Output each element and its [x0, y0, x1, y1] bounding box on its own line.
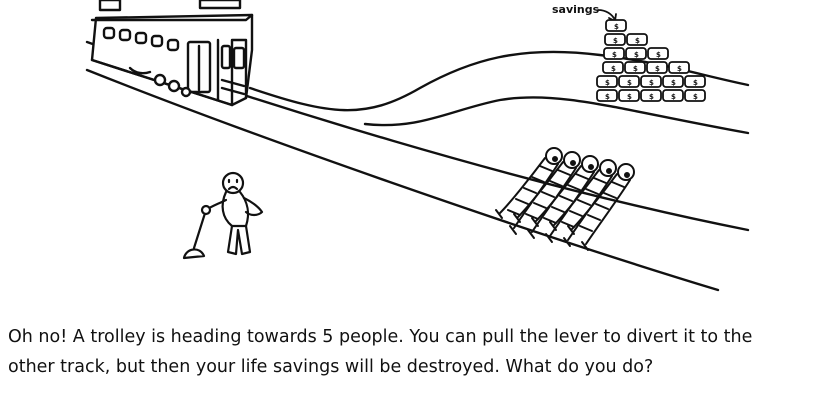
caption-line-1: Oh no! A trolley is heading towards 5 pe… [8, 327, 753, 347]
svg-text:$: $ [613, 37, 618, 45]
tied-person [549, 159, 617, 247]
lever-handle [192, 208, 208, 250]
lever-person-right-arm [242, 196, 264, 217]
money-stack: $ [668, 61, 690, 74]
svg-text:$: $ [605, 79, 610, 87]
lever-person-head [221, 171, 245, 195]
money-stack: $ [604, 33, 626, 46]
tied-person [513, 151, 581, 239]
main-track-lower-rail [85, 68, 720, 292]
money-stack: $ [624, 61, 646, 74]
svg-text:$: $ [693, 93, 698, 101]
svg-text:$: $ [627, 93, 632, 101]
money-stack: $ [626, 33, 648, 46]
lever-base [182, 248, 206, 260]
money-stack: $ [662, 75, 684, 88]
svg-text:$: $ [605, 93, 610, 101]
tied-person [495, 147, 563, 235]
svg-text:$: $ [614, 23, 619, 31]
money-stack: $ [640, 75, 662, 88]
money-stack: $ [603, 47, 625, 60]
money-stack: $ [596, 75, 618, 88]
tied-people [495, 147, 635, 251]
svg-text:$: $ [677, 65, 682, 73]
money-stack: $ [618, 89, 640, 102]
lever-person-legs [226, 224, 252, 256]
svg-text:$: $ [649, 79, 654, 87]
branch-track-lower-rail [363, 96, 750, 135]
svg-text:$: $ [693, 79, 698, 87]
svg-text:$: $ [627, 79, 632, 87]
svg-text:$: $ [656, 51, 661, 59]
money-stack: $ [684, 75, 706, 88]
lever[interactable] [182, 204, 212, 260]
caption-line-2: other track, but then your life savings … [8, 357, 654, 377]
money-stack: $ [605, 19, 627, 32]
tied-person [531, 155, 599, 243]
money-stack: $ [662, 89, 684, 102]
money-stack: $ [640, 89, 662, 102]
savings-label: savings [552, 3, 600, 16]
money-stack: $ [596, 89, 618, 102]
lever-knob [200, 204, 212, 216]
caption: Oh no! A trolley is heading towards 5 pe… [8, 322, 816, 382]
money-stack: $ [602, 61, 624, 74]
svg-text:$: $ [611, 65, 616, 73]
trolley [90, 0, 254, 107]
svg-text:$: $ [671, 79, 676, 87]
svg-text:$: $ [633, 65, 638, 73]
money-pyramid: $$$$$$$$$$$$$$$$$$$$ [596, 19, 706, 102]
svg-text:$: $ [649, 93, 654, 101]
svg-text:$: $ [634, 51, 639, 59]
money-stack: $ [647, 47, 669, 60]
lever-person-face [227, 178, 239, 191]
svg-text:$: $ [635, 37, 640, 45]
money-stack: $ [618, 75, 640, 88]
tied-person [567, 163, 635, 251]
svg-text:$: $ [655, 65, 660, 73]
lever-person [204, 171, 264, 256]
lever-person-body [221, 190, 250, 228]
svg-text:$: $ [612, 51, 617, 59]
money-stack: $ [625, 47, 647, 60]
money-stack: $ [646, 61, 668, 74]
svg-text:$: $ [671, 93, 676, 101]
money-stack: $ [684, 89, 706, 102]
